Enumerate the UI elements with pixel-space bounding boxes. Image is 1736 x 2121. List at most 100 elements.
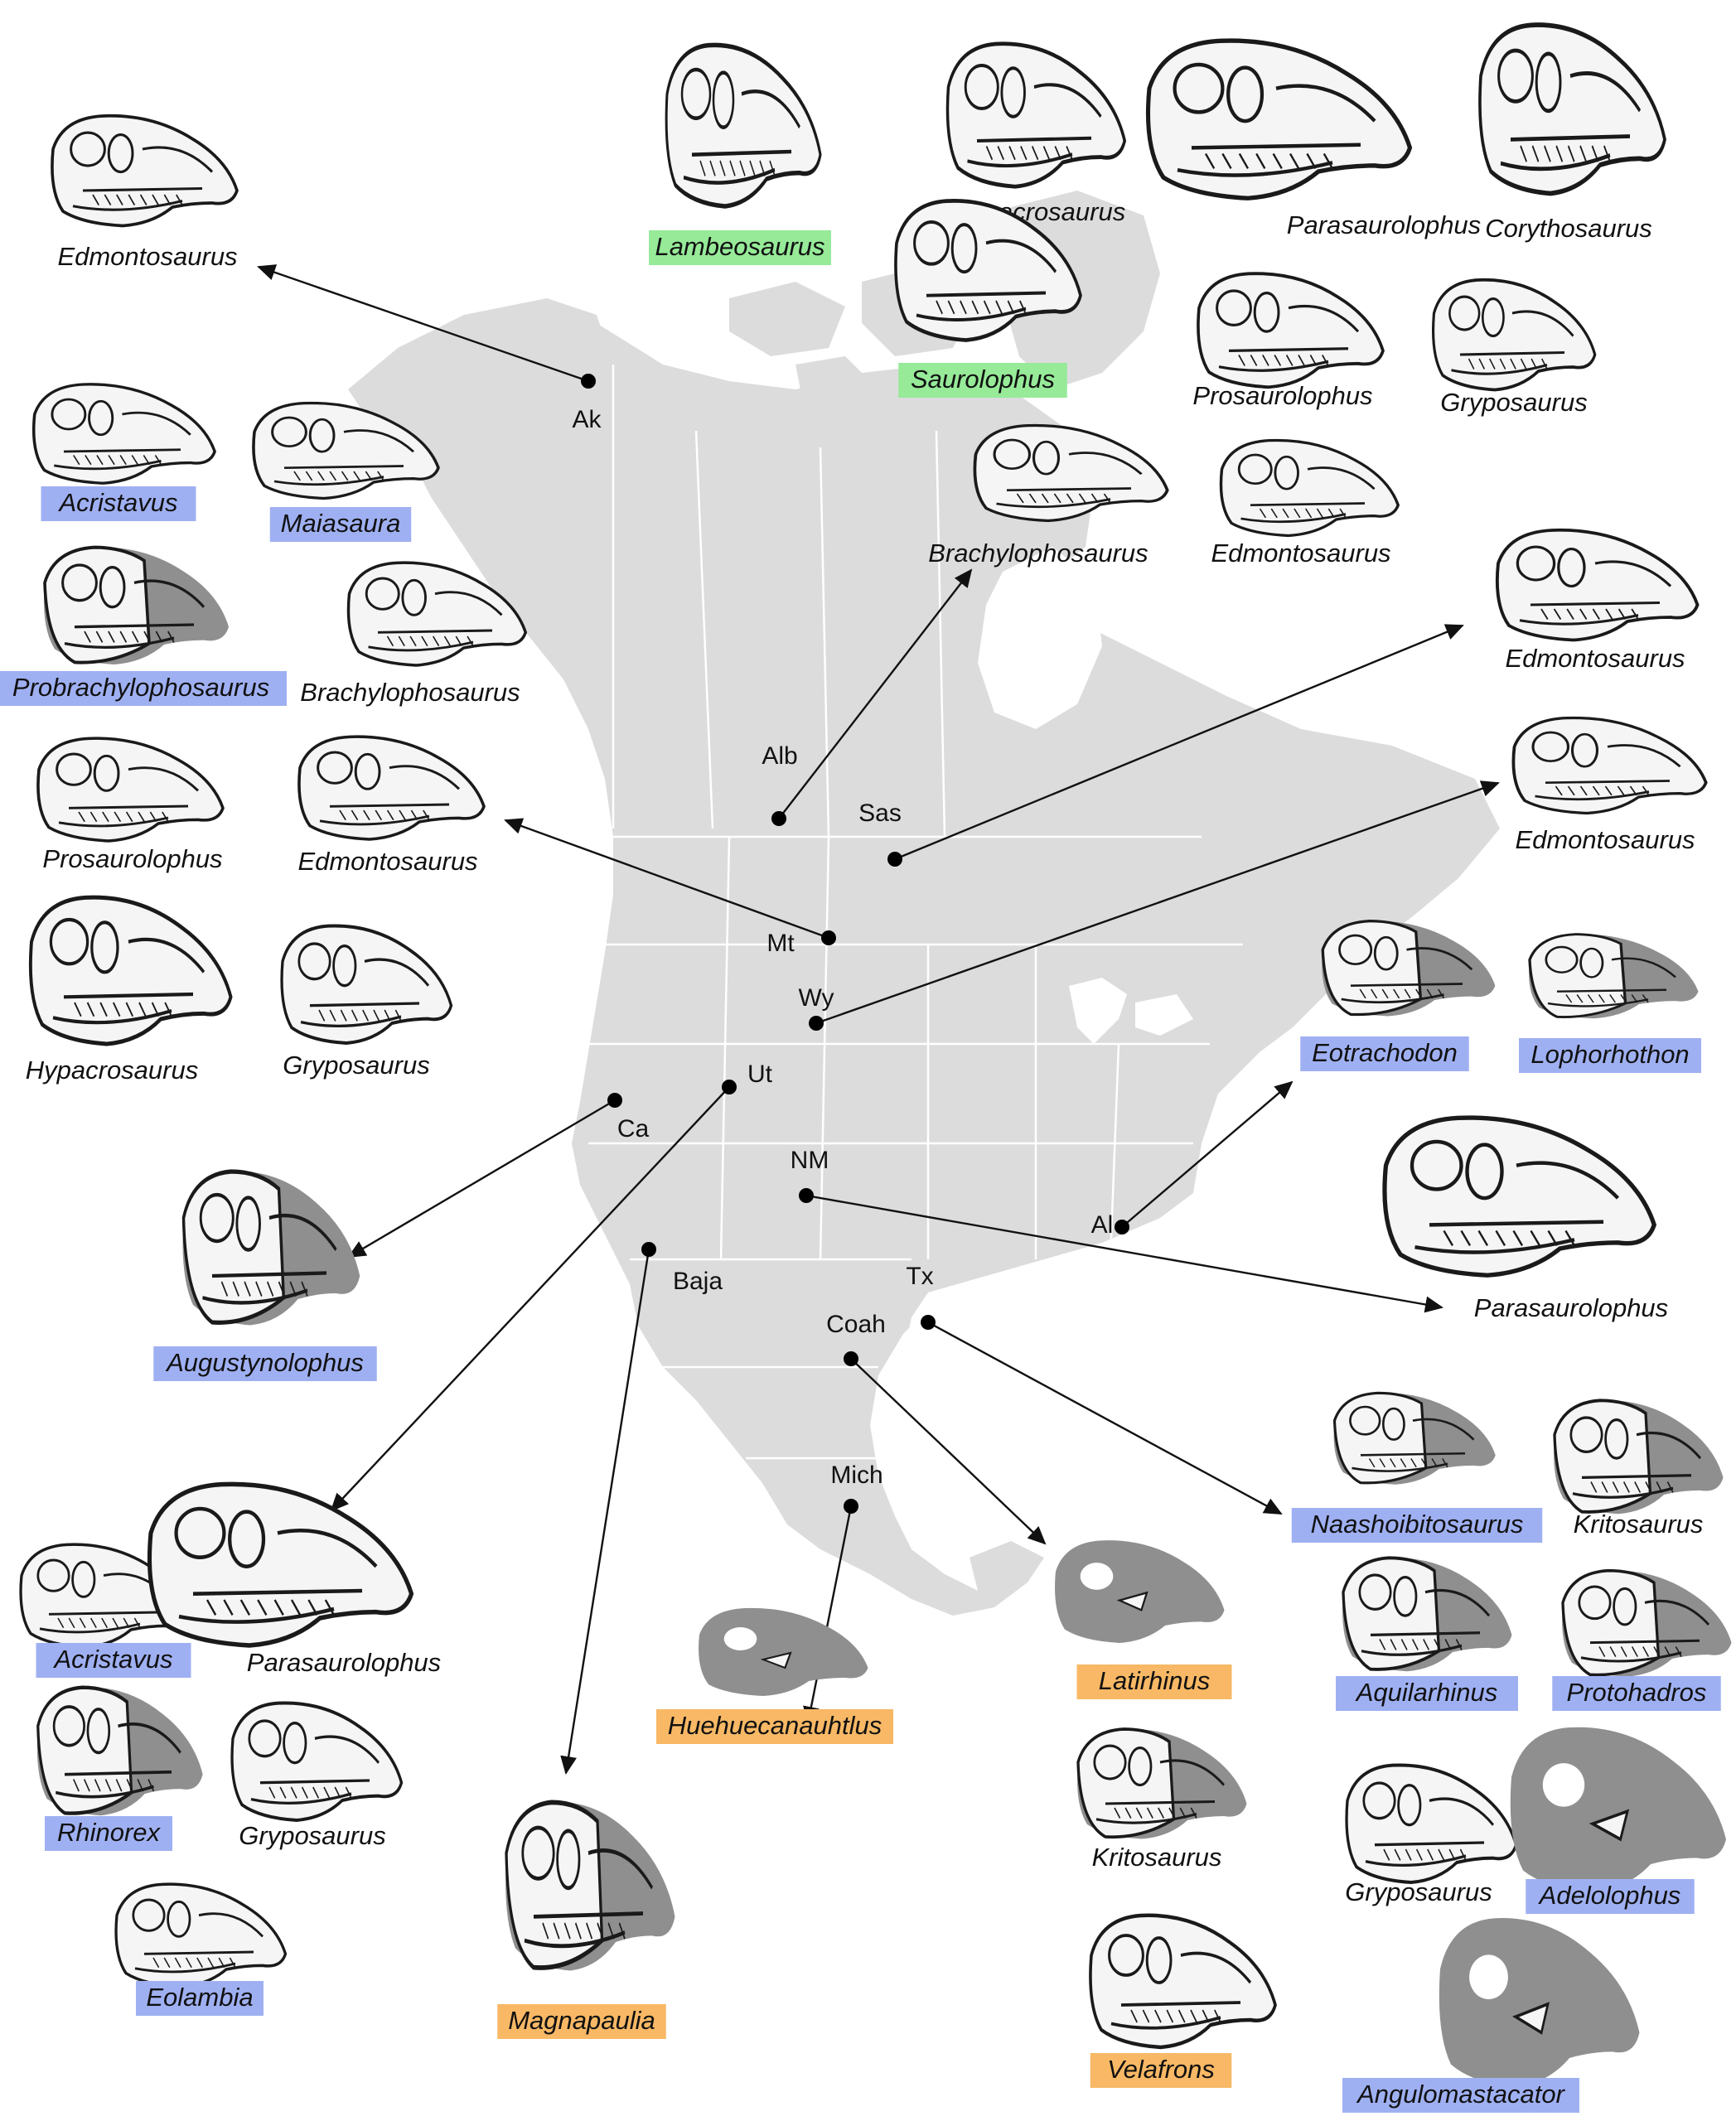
skull-illustration [1089, 1913, 1277, 2050]
taxon-protohadros: Protohadros [1552, 1568, 1732, 1711]
skull-illustration [1478, 22, 1666, 196]
skull-illustration [31, 383, 216, 485]
taxon-saurolophus: Saurolophus [894, 199, 1082, 398]
locality-mich: Mich [830, 1462, 883, 1514]
great-lakes [1135, 994, 1193, 1036]
taxon-highlight-orange [1076, 1664, 1232, 1699]
locality-label: Mt [766, 930, 795, 957]
taxon-hypacrosaurus-top: Hypacrosaurus [945, 41, 1127, 226]
skull-illustration [665, 42, 822, 209]
taxon-huehuecanauhtlus: Huehuecanauhtlus [656, 1607, 893, 1744]
locality-ut: Ut [722, 1060, 773, 1094]
taxon-gryposaurus-ut: Gryposaurus [230, 1701, 404, 1850]
taxon-name: Parasaurolophus [247, 1648, 441, 1677]
taxon-gryposaurus-top: Gryposaurus [1431, 278, 1597, 417]
leader-arrow-alb [778, 568, 973, 819]
taxon-eotrachodon: Eotrachodon [1300, 920, 1496, 1071]
locality-mt: Mt [766, 930, 836, 957]
leader-arrow-ak [257, 264, 589, 383]
skull-illustration [1345, 1763, 1518, 1885]
skull-illustration [1219, 438, 1400, 538]
skull-illustration [51, 114, 239, 228]
skull-illustration [1145, 38, 1413, 201]
taxon-parasaurolophus-ut: Parasaurolophus [147, 1481, 441, 1677]
taxon-name: Angulomastacator [1356, 2080, 1566, 2109]
skull-illustration [147, 1481, 414, 1648]
locality-baja: Baja [641, 1242, 723, 1295]
taxon-name: Huehuecanauhtlus [668, 1711, 883, 1740]
leader-arrow-nm [805, 1194, 1443, 1313]
skull-illustration [1495, 528, 1700, 642]
skull-illustration [945, 41, 1127, 189]
taxon-gryposaurus-tx: Gryposaurus [1345, 1763, 1518, 1906]
taxon-name: Lophorhothon [1530, 1040, 1689, 1069]
skull-illustration [28, 895, 233, 1046]
leader-arrow-tx [927, 1321, 1283, 1515]
leader-arrow-al [1121, 1080, 1294, 1228]
locality-dot [1115, 1220, 1129, 1234]
locality-tx: Tx [906, 1263, 936, 1330]
taxon-name: Latirhinus [1099, 1666, 1210, 1695]
taxon-probrachylophosaurus: Probrachylophosaurus [0, 545, 287, 706]
taxon-edmontosaurus-sas: Edmontosaurus [1495, 528, 1700, 673]
taxon-name: Rhinorex [57, 1818, 162, 1847]
taxon-highlight-blue [1300, 1036, 1469, 1071]
locality-wy: Wy [798, 984, 834, 1031]
skull-illustration [973, 423, 1169, 523]
gulf-of-mexico [903, 1276, 1069, 1400]
taxon-prosaurolophus-top: Prosaurolophus [1192, 272, 1385, 410]
taxon-name: Eotrachodon [1312, 1038, 1458, 1067]
taxon-name: Edmontosaurus [1211, 539, 1390, 568]
taxon-name: Magnapaulia [508, 2006, 655, 2035]
taxon-highlight-blue [269, 507, 412, 542]
skull-illustration [1076, 1727, 1247, 1839]
taxon-aquilarhinus: Aquilarhinus [1336, 1556, 1518, 1711]
locality-dot [581, 374, 596, 389]
taxon-parasaurolophus-nm: Parasaurolophus [1382, 1115, 1668, 1322]
taxon-name: Edmontosaurus [297, 847, 477, 876]
skull-illustration [1511, 716, 1708, 815]
locality-label: Mich [830, 1462, 883, 1489]
taxon-parasaurolophus-top: Parasaurolophus [1145, 38, 1481, 239]
leader-arrow-ca [347, 1099, 616, 1259]
locality-dot [821, 930, 836, 945]
taxon-maiasaura: Maiasaura [252, 401, 440, 542]
leader-arrow-mt [504, 818, 829, 940]
skull-illustration [505, 1800, 675, 1971]
taxon-name: Edmontosaurus [57, 242, 237, 271]
skull-illustration [252, 401, 440, 500]
taxon-adelolophus: Adelolophus [1510, 1727, 1726, 1914]
skull-illustration [1431, 278, 1597, 392]
taxon-highlight-green [649, 230, 831, 265]
skull-illustration [1197, 272, 1385, 389]
taxon-edmontosaurus-top: Edmontosaurus [1211, 438, 1400, 568]
taxon-name: Hypacrosaurus [26, 1056, 198, 1085]
taxon-name: Brachylophosaurus [300, 678, 520, 707]
taxon-kritosaurus-coah: Kritosaurus [1076, 1727, 1247, 1872]
taxon-highlight-blue [1526, 1879, 1695, 1914]
locality-label: Ca [617, 1115, 650, 1143]
taxon-highlight-blue [36, 1643, 191, 1678]
taxon-prosaurolophus-left: Prosaurolophus [36, 737, 225, 873]
north-america-landmass [394, 307, 1500, 1616]
leader-arrow-mich [803, 1505, 853, 1725]
skull-illustration [1553, 1399, 1724, 1515]
taxon-naashoibitosaurus: Naashoibitosaurus [1291, 1391, 1543, 1543]
taxon-name: Prosaurolophus [1192, 381, 1372, 410]
taxon-name: Gryposaurus [1440, 388, 1587, 417]
skull-illustration [1528, 933, 1699, 1019]
taxon-eolambia: Eolambia [114, 1882, 288, 2016]
locality-label: Ut [747, 1060, 773, 1088]
locality-dot [809, 1016, 824, 1031]
political-borders [580, 365, 1243, 1460]
taxon-name: Augustynolophus [165, 1348, 364, 1377]
locality-dot [799, 1188, 814, 1203]
locality-label: Al [1091, 1211, 1114, 1239]
skull-illustration [230, 1701, 404, 1823]
skull-illustration [181, 1169, 360, 1326]
leader-arrow-ut [330, 1086, 730, 1512]
locality-label: NM [791, 1147, 829, 1174]
locality-label: Ak [572, 406, 602, 433]
